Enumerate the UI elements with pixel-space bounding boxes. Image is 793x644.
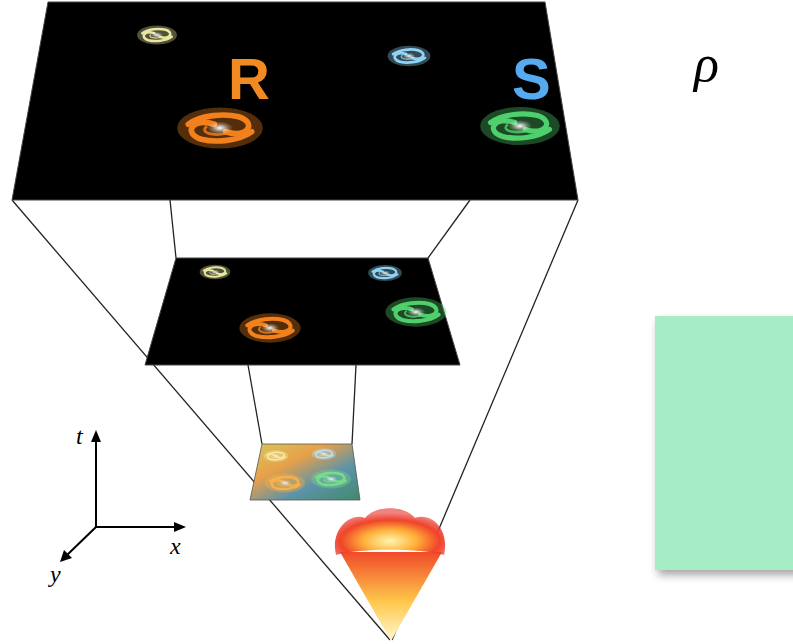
density-symbol: ρ	[694, 38, 719, 90]
big-bang-burst	[335, 508, 445, 555]
present-universe-plane	[12, 2, 578, 200]
cone-lines	[12, 200, 578, 640]
green-panel	[655, 316, 793, 570]
galaxies-middle	[200, 265, 447, 343]
axes	[60, 430, 186, 562]
big-bang-glow	[340, 552, 442, 641]
axis-label: t	[76, 424, 83, 448]
region-letter: S	[512, 50, 551, 108]
region-letter: R	[228, 50, 270, 108]
axis-label: y	[50, 562, 61, 586]
intermediate-universe-plane	[145, 258, 460, 365]
early-universe-plane	[250, 444, 360, 500]
axis-label: x	[170, 534, 181, 558]
galaxies-early	[264, 448, 351, 492]
galaxies-top	[137, 25, 560, 148]
